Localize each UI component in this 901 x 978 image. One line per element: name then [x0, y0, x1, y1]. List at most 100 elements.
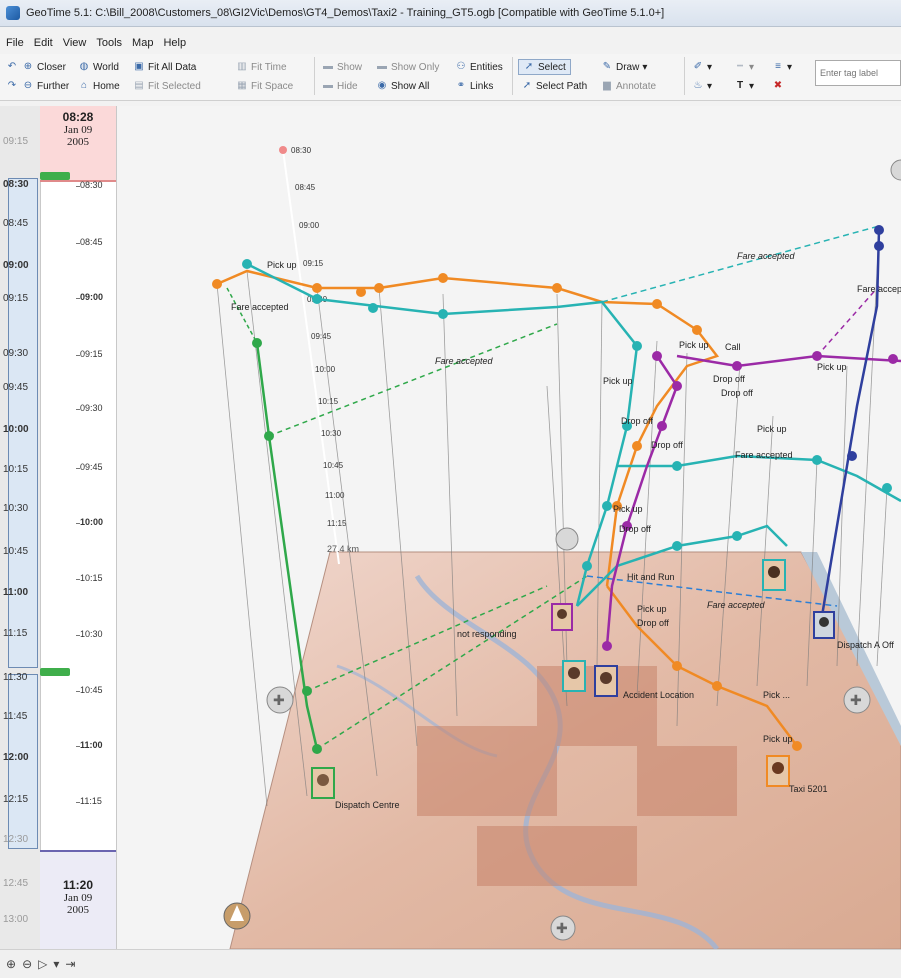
text-icon: T [736, 80, 744, 91]
scene-canvas[interactable]: 08:30 08:45 09:00 09:15 09:30 09:45 10:0… [117, 106, 901, 951]
menu-edit[interactable]: Edit [33, 37, 53, 49]
timeline-tick-label: 10:30 [80, 629, 103, 639]
tag-label-input[interactable] [815, 60, 901, 86]
fit-all-data-button[interactable]: ▣Fit All Data [133, 61, 196, 73]
timeline-panel[interactable]: 09:15 08:30 08:45 09:00 09:15 09:30 09:4… [0, 106, 117, 949]
menu-help[interactable]: Help [163, 37, 187, 49]
menu-tools[interactable]: Tools [96, 37, 123, 49]
start-time-handle[interactable] [40, 172, 70, 180]
rotate-handle[interactable]: ✚ [550, 915, 576, 941]
svg-text:✚: ✚ [556, 920, 568, 936]
show-only-button[interactable]: ▬Show Only [376, 61, 439, 73]
fit-selected-icon: ▤ [134, 80, 144, 91]
entities-icon: ⚇ [456, 61, 466, 72]
further-label: Further [37, 80, 70, 92]
rotate-handle[interactable]: ✚ [266, 686, 294, 714]
timeline-tick-label: 11:15 [80, 796, 102, 806]
zoom-out-icon[interactable]: ⊖ [22, 957, 33, 971]
entity-photo[interactable] [766, 755, 790, 787]
entity-photo[interactable] [762, 559, 786, 591]
fit-selected-label: Fit Selected [148, 80, 201, 92]
event-label: Dispatch Centre [335, 800, 400, 810]
fit-all-icon: ▣ [134, 61, 144, 72]
timeline-tick [76, 186, 80, 187]
menu-map[interactable]: Map [132, 37, 154, 49]
text-button[interactable]: T▾ [734, 80, 754, 92]
rotate-handle[interactable]: ✚ [843, 686, 871, 714]
time-axis-label: 09:15 [303, 259, 324, 268]
hide-button[interactable]: ▬Hide [322, 80, 358, 92]
event-label: not responding [457, 629, 517, 639]
track-teal[interactable] [242, 225, 901, 607]
closer-button[interactable]: ⊕Closer [22, 61, 66, 73]
line-style-button[interactable]: ┅▾ [734, 61, 754, 73]
event-label: Fare accepted [231, 302, 289, 312]
time-range-band[interactable] [8, 674, 38, 849]
select-path-button[interactable]: ➚Select Path [521, 80, 587, 92]
entity-photo[interactable] [311, 767, 335, 799]
menu-view[interactable]: View [62, 37, 87, 49]
space-time-view[interactable]: 08:30 08:45 09:00 09:15 09:30 09:45 10:0… [117, 106, 901, 951]
back-button[interactable]: ↶ [6, 61, 18, 73]
draw-button[interactable]: ✎Draw▾ [601, 61, 648, 73]
entity-photo[interactable] [813, 611, 835, 639]
side-handle[interactable] [890, 159, 901, 181]
fit-space-button[interactable]: ▦Fit Space [236, 80, 293, 92]
timeline-tick-label: 09:00 [80, 292, 104, 302]
skip-end-icon[interactable]: ⇥ [65, 957, 76, 971]
menu-bar: File Edit View Tools Map Help [0, 37, 186, 53]
event-label: Dispatch A Off [837, 640, 894, 650]
delete-annotation-button[interactable]: ✖ [772, 80, 784, 92]
play-icon[interactable]: ▷ [38, 957, 48, 971]
compass-icon[interactable] [223, 902, 251, 930]
track-navy[interactable] [820, 225, 884, 617]
forward-button[interactable]: ↷ [6, 80, 18, 92]
pen-color-button[interactable]: ✐▾ [692, 61, 712, 73]
end-time-box[interactable]: 11:20 Jan 09 2005 [40, 850, 116, 949]
timeline-tick-label: 08:30 [80, 180, 103, 190]
title-bar: GeoTime 5.1: C:\Bill_2008\Customers_08\G… [0, 0, 901, 27]
timeline-tick-label: 11:00 [80, 740, 103, 750]
ruler-tick-label: 10:30 [3, 503, 29, 514]
fit-time-button[interactable]: ▥Fit Time [236, 61, 286, 73]
zoom-in-icon[interactable]: ⊕ [6, 957, 17, 971]
fill-icon: ♨ [693, 80, 703, 91]
links-button[interactable]: ⚭Links [455, 80, 494, 92]
line-weight-button[interactable]: ≡▾ [772, 61, 792, 73]
end-time-handle[interactable] [40, 668, 70, 676]
show-button[interactable]: ▬Show [322, 61, 362, 73]
entity-photo[interactable] [562, 660, 586, 692]
links-icon: ⚭ [456, 80, 466, 91]
time-range-band[interactable] [8, 178, 38, 668]
track-orange[interactable] [212, 269, 802, 751]
pen-icon: ✐ [693, 61, 703, 72]
ruler-tick-label: 11:30 [3, 672, 28, 683]
annotate-button[interactable]: ▆Annotate [601, 80, 656, 92]
menu-file[interactable]: File [6, 37, 24, 49]
entities-button[interactable]: ⚇Entities [455, 61, 503, 73]
world-button[interactable]: ◍World [78, 61, 119, 73]
start-time-box[interactable]: 08:28 Jan 09 2005 [40, 106, 116, 182]
draw-label: Draw [616, 61, 640, 73]
track-green[interactable] [226, 287, 588, 754]
fill-button[interactable]: ♨▾ [692, 80, 713, 92]
event-label: Fare accepted [737, 251, 796, 261]
further-button[interactable]: ⊖Further [22, 80, 69, 92]
show-all-button[interactable]: ◉Show All [376, 80, 430, 92]
fit-selected-button[interactable]: ▤ Fit Selected [133, 80, 201, 92]
chevron-down-icon[interactable]: ▾ [53, 957, 60, 971]
entity-photo[interactable] [551, 603, 573, 631]
timeline-tick-label: 09:15 [80, 349, 103, 359]
forward-arrow-icon: ↷ [7, 80, 17, 91]
event-label: Drop off [721, 388, 753, 398]
rotate-handle[interactable] [555, 527, 579, 551]
svg-text:✚: ✚ [273, 692, 285, 708]
entity-photo[interactable] [594, 665, 618, 697]
annotate-label: Annotate [616, 80, 657, 92]
time-axis-label: 11:00 [325, 491, 345, 500]
select-button[interactable]: ➚Select [518, 59, 571, 75]
home-button[interactable]: ⌂Home [78, 80, 120, 92]
time-ruler[interactable]: 09:15 08:30 08:45 09:00 09:15 09:30 09:4… [0, 106, 41, 949]
track-purple[interactable] [602, 285, 901, 651]
ruler-tick-label: 13:00 [3, 914, 29, 925]
